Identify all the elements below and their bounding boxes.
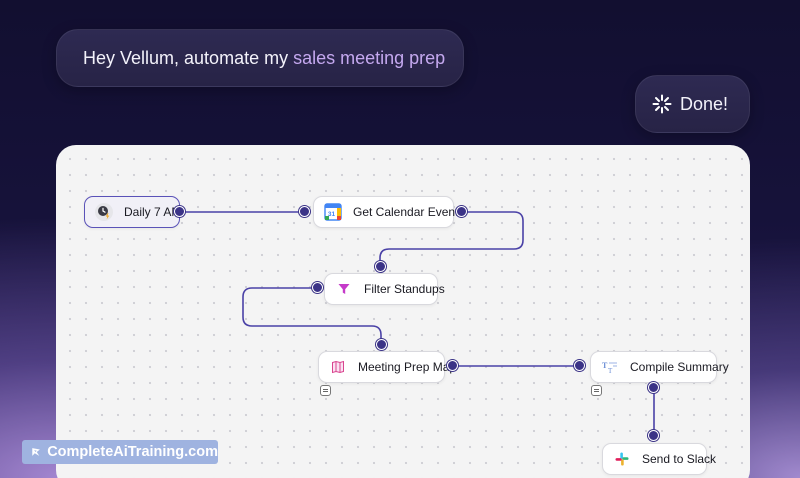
svg-text:31: 31 [328, 211, 336, 218]
clock-lightning-icon [94, 202, 114, 222]
svg-text:T: T [608, 367, 613, 374]
slack-icon [612, 449, 632, 469]
port-map-in-top[interactable] [376, 339, 387, 350]
edge-calendar-filter [379, 211, 524, 267]
port-calendar-out[interactable] [456, 206, 467, 217]
port-summary-in[interactable] [574, 360, 585, 371]
port-filter-in[interactable] [312, 282, 323, 293]
node-label: Compile Summary [630, 360, 729, 374]
user-prompt-bubble: Hey Vellum, automate my sales meeting pr… [56, 29, 464, 87]
prompt-highlight: sales meeting prep [293, 47, 446, 68]
text-template-icon: T T [600, 357, 620, 377]
sparkle-burst-icon [652, 94, 672, 114]
assistant-reply-bubble: Done! [635, 75, 750, 133]
workflow-connections [180, 211, 655, 434]
node-trigger[interactable]: Daily 7 AM [84, 196, 182, 228]
logo-icon [32, 448, 40, 456]
prompt-text: Hey Vellum, automate my [83, 47, 294, 68]
node-filter[interactable]: Filter Standups [324, 273, 445, 305]
port-slack-in[interactable] [648, 430, 659, 441]
node-slack[interactable]: Send to Slack [602, 443, 716, 475]
port-summary-out[interactable] [648, 382, 659, 393]
node-label: Get Calendar Events [353, 205, 465, 219]
port-calendar-in[interactable] [299, 206, 310, 217]
node-calendar[interactable]: 31 Get Calendar Events [313, 196, 464, 228]
note-icon[interactable] [320, 385, 331, 396]
port-map-out[interactable] [447, 360, 458, 371]
node-label: Daily 7 AM [124, 205, 182, 219]
workflow-canvas[interactable]: Daily 7 AM 31 Get Calendar Events Filter… [56, 145, 750, 478]
edge-filter-map [242, 287, 382, 344]
node-summary[interactable]: T T Compile Summary [590, 351, 729, 383]
map-icon [328, 357, 348, 377]
watermark-badge: CompleteAiTraining.com [22, 440, 218, 464]
node-label: Send to Slack [642, 452, 717, 466]
reply-text: Done! [680, 93, 729, 114]
funnel-icon [334, 279, 354, 299]
note-icon[interactable] [591, 385, 602, 396]
node-label: Meeting Prep Map [358, 360, 457, 374]
google-calendar-icon: 31 [323, 202, 343, 222]
node-label: Filter Standups [364, 282, 445, 296]
port-filter-in-top[interactable] [375, 261, 386, 272]
node-map[interactable]: Meeting Prep Map [318, 351, 456, 383]
port-trigger-out[interactable] [174, 206, 185, 217]
svg-text:T: T [602, 361, 608, 370]
watermark-text: CompleteAiTraining.com [47, 444, 218, 460]
